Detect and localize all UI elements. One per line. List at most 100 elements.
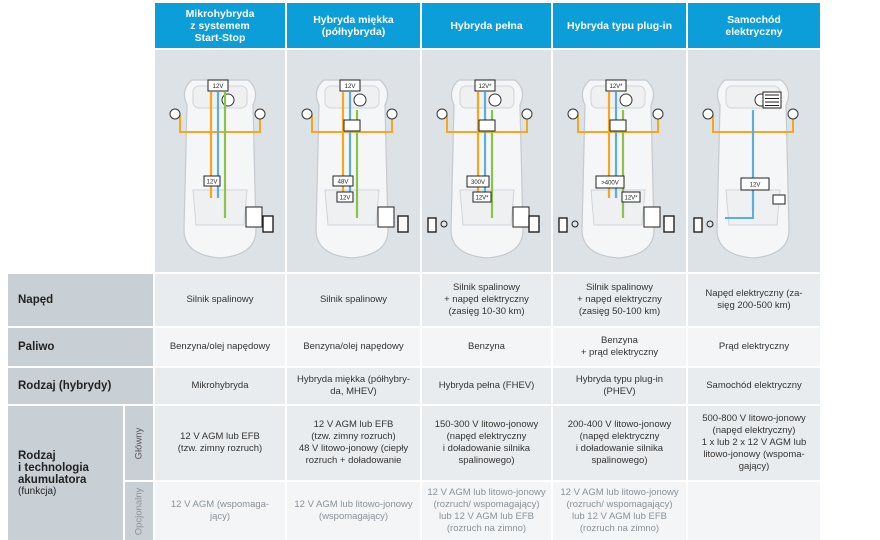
motor-icon: [567, 108, 579, 120]
column-header-line: (półhybryda): [321, 25, 386, 38]
row-cell-line: Prąd elektryczny: [718, 341, 790, 352]
column-header: Hybryda typu plug-in: [553, 3, 686, 48]
main-battery-label: 12V: [213, 84, 224, 90]
power-module-icon: [762, 91, 782, 109]
battery-optional-line: (wspomagający): [318, 511, 389, 522]
car-diagram: 12V: [693, 79, 799, 259]
battery-main-cell: 200-400 V litowo-jonowy(napęd elektryczn…: [553, 406, 686, 480]
motor-icon: [702, 108, 714, 120]
akumulator-label-line: Rodzaj: [18, 449, 56, 462]
motor-icon: [619, 93, 633, 107]
battery-main-line: 500-800 V litowo-jonowy: [702, 413, 806, 424]
aux2-battery-box: [472, 191, 492, 203]
wiring-loop: [577, 115, 659, 133]
akumulator-label-sub: (funkcja): [18, 485, 57, 497]
aux2-battery-box: [621, 191, 641, 203]
row-cell-line: + napęd elektryczny: [444, 294, 529, 305]
column-header-line: Hybryda pełna: [450, 19, 523, 32]
battery-main-line: (napęd elektryczny: [446, 431, 527, 442]
motor-icon: [169, 108, 181, 120]
row-cell-line: Napęd elektryczny (za-: [705, 288, 803, 299]
plug-icon: [440, 220, 448, 228]
fuel-pump-icon: [528, 215, 540, 233]
aux-battery-box: [466, 175, 490, 188]
charger-icon: [427, 217, 437, 233]
row-cell-line: Silnik spalinowy: [186, 294, 254, 305]
akumulator-label-line: i technologia: [18, 461, 89, 474]
row-cell-line: Silnik spalinowy: [585, 282, 654, 293]
inverter-icon: [609, 119, 627, 132]
battery-optional-cell: 12 V AGM lub litowo-jonowy(wspomagający): [287, 482, 420, 540]
row-cell-line: Benzyna: [601, 335, 638, 346]
aux-battery-label: 300V: [471, 180, 485, 186]
battery-main-cell: 12 V AGM lub EFB(tzw. zimny rozruch)48 V…: [287, 406, 420, 480]
battery-optional-line: jący): [209, 511, 231, 522]
column-header-line: z systemem: [190, 19, 250, 32]
motor-icon: [353, 93, 367, 107]
fuel-tank-icon: [643, 206, 661, 228]
battery-optional-line: lub 12 V AGM lub EFB: [438, 511, 535, 522]
fuel-pump-icon: [663, 215, 675, 233]
motor-icon: [221, 93, 235, 107]
aux2-battery-label: 12V: [340, 196, 351, 202]
battery-main-line: 1 x lub 2 x 12 V AGM lub: [701, 437, 807, 448]
row-cell-line: Hybryda pełna (FHEV): [438, 380, 535, 391]
aux2-battery-label: 12V*: [475, 196, 489, 202]
main-battery-label-text: Główny: [133, 427, 145, 459]
battery-main-line: (napęd elektryczny): [712, 425, 796, 436]
row-cell-rodzaj: Hybryda miękka (półhybry-da, MHEV): [287, 368, 420, 404]
motor-icon: [652, 108, 664, 120]
battery-main-line: 12 V AGM lub EFB: [313, 419, 394, 430]
row-label-paliwo: Paliwo: [8, 328, 153, 366]
battery-main-line: litowo-jonowy (wspoma-: [703, 449, 805, 460]
fuel-tank-icon: [245, 206, 263, 228]
battery-main-line: (tzw. zimny rozruch): [311, 431, 396, 442]
row-cell-line: (zasięg 10-30 km): [448, 306, 525, 317]
row-cell-naped: Silnik spalinowy: [287, 274, 420, 326]
akumulator-label-line: akumulatora: [18, 473, 87, 486]
car-diagram: 12V 12V: [169, 79, 274, 259]
charger-icon: [558, 217, 568, 233]
battery-optional-cell: 12 V AGM lub litowo-jonowy(rozruch/ wspo…: [422, 482, 551, 540]
row-cell-line: Benzyna/olej napędowy: [169, 341, 271, 352]
wiring-loop: [179, 115, 261, 133]
inverter-icon: [343, 119, 361, 132]
row-cell-rodzaj: Mikrohybryda: [155, 368, 285, 404]
row-cell-paliwo: Benzyna: [422, 328, 551, 366]
row-label-rodzaj: Rodzaj (hybrydy): [8, 368, 153, 404]
battery-optional-cell: 12 V AGM (wspomaga-jący): [155, 482, 285, 540]
main-battery-box: [474, 79, 496, 92]
battery-optional-line: 12 V AGM lub litowo-jonowy: [560, 487, 679, 498]
battery-main-line: 12 V AGM lub EFB: [180, 431, 260, 442]
wiring-loop: [311, 115, 393, 133]
motor-icon: [386, 108, 398, 120]
row-cell-line: Benzyna: [468, 341, 505, 352]
row-cell-line: (PHEV): [603, 386, 636, 397]
row-cell-line: (zasięg 50-100 km): [578, 306, 661, 317]
motor-icon: [254, 108, 266, 120]
battery-main-line: spalinowego): [591, 455, 648, 466]
aux-battery-box: [595, 175, 625, 189]
motor-icon: [301, 108, 313, 120]
motor-icon: [436, 108, 448, 120]
battery-main-cell: 150-300 V litowo-jonowy(napęd elektryczn…: [422, 406, 551, 480]
motor-icon: [488, 93, 502, 107]
battery-main-line: 48 V litowo-jonowy (ciepły: [298, 443, 409, 454]
column-header-line: Mikrohybryda: [185, 7, 255, 20]
fuel-pump-icon: [397, 215, 409, 233]
main-battery-label: 12V*: [609, 84, 623, 90]
row-cell-paliwo: Benzyna+ prąd elektryczny: [553, 328, 686, 366]
row-cell-rodzaj: Hybryda pełna (FHEV): [422, 368, 551, 404]
column-header-line: elektryczny: [725, 25, 783, 38]
battery-main-line: i doładowanie silnika: [442, 443, 531, 454]
aux-battery-label: 12V: [207, 180, 218, 186]
row-cell-line: Hybryda miękka (półhybry-: [297, 374, 410, 385]
aux-battery-label: 48V: [338, 180, 349, 186]
optional-battery-label: Opcjonalny: [125, 482, 153, 540]
battery-optional-line: (rozruch na zimno): [446, 523, 527, 534]
